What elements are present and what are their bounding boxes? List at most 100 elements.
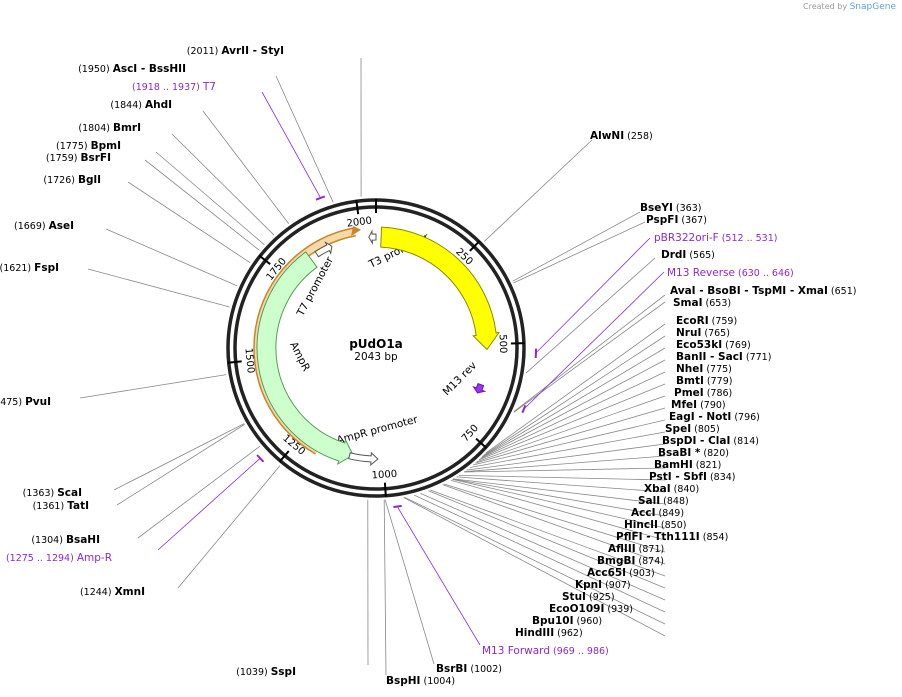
site-name: AflIII: [608, 543, 636, 555]
site-name: XbaI: [644, 483, 671, 495]
site-label-bamhi: BamHI (821): [654, 459, 721, 471]
site-label-xbai: XbaI (840): [644, 483, 699, 495]
primer-leader-line: [157, 458, 261, 551]
primer-binding-mark: [315, 195, 326, 201]
site-label-bmri: (1804) BmrI: [78, 122, 141, 134]
site-position: (1844): [110, 100, 145, 111]
leader-line: [525, 257, 656, 374]
site-name: Bpu10I: [532, 615, 574, 627]
site-position: (1244): [80, 587, 115, 598]
site-name: AlwNI: [590, 130, 624, 142]
ampr-feature-arrow: [256, 251, 354, 465]
site-position: (258): [624, 131, 653, 142]
site-position: (820): [700, 448, 729, 459]
site-label-mfei: MfeI (790): [671, 399, 726, 411]
snapgene-credit: Created by SnapGene: [803, 2, 896, 12]
leader-line: [452, 478, 666, 529]
site-label-drdi: DrdI (565): [661, 249, 715, 261]
site-label-asei: (1669) AseI: [14, 220, 74, 232]
tick-mark: [258, 254, 271, 265]
site-extra: - BssHII: [137, 63, 186, 75]
site-position: (1759): [46, 153, 81, 164]
site-position: (903): [626, 568, 655, 579]
site-label-smai: SmaI (653): [673, 297, 731, 309]
site-position: (769): [722, 340, 751, 351]
site-label-sspi: (1039) SspI: [236, 666, 296, 678]
site-label-m13-forward: M13 Forward (969 .. 986): [482, 645, 609, 657]
site-name: BsrBI: [436, 663, 467, 675]
leader-line: [513, 294, 666, 412]
site-position: (969 .. 986): [550, 646, 609, 657]
leader-line: [275, 75, 334, 203]
leader-line: [383, 499, 387, 676]
site-position: (1004): [420, 676, 455, 687]
leader-line: [177, 465, 281, 589]
leader-line: [475, 407, 666, 464]
site-label-psti: PstI - SbfI (834): [649, 471, 736, 483]
site-name: DrdI: [661, 249, 686, 261]
site-label-bsrbi: BsrBI (1002): [436, 663, 502, 675]
site-label-scai: (1363) ScaI: [23, 487, 82, 499]
site-position: (512 .. 531): [719, 233, 778, 244]
site-position: (1002): [467, 664, 502, 675]
site-name: NruI: [676, 327, 701, 339]
primer-leader-line: [261, 91, 321, 199]
site-position: (759): [709, 316, 738, 327]
site-name: AscI: [113, 63, 138, 75]
leader-line: [87, 268, 230, 308]
primer-binding-mark: [256, 454, 265, 463]
site-position: (367): [678, 215, 707, 226]
leader-line: [464, 455, 666, 473]
leader-line: [476, 395, 666, 463]
site-position: (871): [636, 544, 665, 555]
site-position: (363): [673, 203, 702, 214]
site-position: (1918 .. 1937): [132, 82, 203, 93]
site-name: BamHI: [654, 459, 693, 471]
site-name: EagI: [669, 411, 695, 423]
site-label-bseyi: BseYI (363): [640, 202, 701, 214]
primer-binding-mark: [521, 405, 527, 414]
site-position: (779): [704, 376, 733, 387]
site-position: (1775): [56, 141, 91, 152]
site-extra: - NotI: [695, 411, 732, 423]
site-name: FspI: [34, 262, 59, 274]
site-name: HindIII: [515, 627, 554, 639]
site-position: (1669): [14, 221, 49, 232]
leader-line: [513, 221, 646, 284]
primer-leader-line: [396, 506, 481, 646]
tick-mark: [278, 450, 290, 463]
site-position: (651): [828, 286, 857, 297]
site-label-eco53ki: Eco53kI (769): [676, 339, 751, 351]
site-label-bsahi: (1304) BsaHI: [31, 534, 100, 546]
site-position: (874): [635, 556, 664, 567]
leader-line: [127, 181, 251, 264]
leader-line: [155, 151, 265, 246]
site-name: AhdI: [145, 99, 172, 111]
site-position: (786): [704, 388, 733, 399]
site-label-bpmi: (1775) BpmI: [56, 140, 121, 152]
site-name: PflFI: [616, 531, 643, 543]
site-label-ecori: EcoRI (759): [676, 315, 737, 327]
site-label-t7: (1918 .. 1937) T7: [132, 81, 216, 93]
leader-line: [485, 323, 666, 454]
site-name: BsrFI: [80, 152, 111, 164]
leader-line: [384, 499, 435, 665]
primer-binding-mark: [393, 504, 402, 508]
site-label-avai: AvaI - BsoBI - TspMI - XmaI (651): [670, 285, 856, 297]
ampr-orf-outer-edge: [253, 227, 355, 455]
site-position: (565): [686, 250, 715, 261]
leader-line: [478, 383, 666, 461]
site-extra: - SbfI: [672, 471, 707, 483]
primer-leader-line: [523, 271, 665, 410]
leader-line: [403, 497, 666, 637]
site-name: BmrI: [113, 122, 141, 134]
site-name: EcoRI: [676, 315, 709, 327]
ori-feature-arrow: [380, 226, 501, 351]
site-label-alwni: AlwNI (258): [590, 130, 653, 142]
site-position: (1621): [0, 263, 34, 274]
site-position: (1726): [43, 175, 78, 186]
site-label-nhei: NheI (775): [676, 363, 732, 375]
site-position: (653): [703, 298, 732, 309]
site-label-pvui: (1475) PvuI: [0, 396, 51, 408]
